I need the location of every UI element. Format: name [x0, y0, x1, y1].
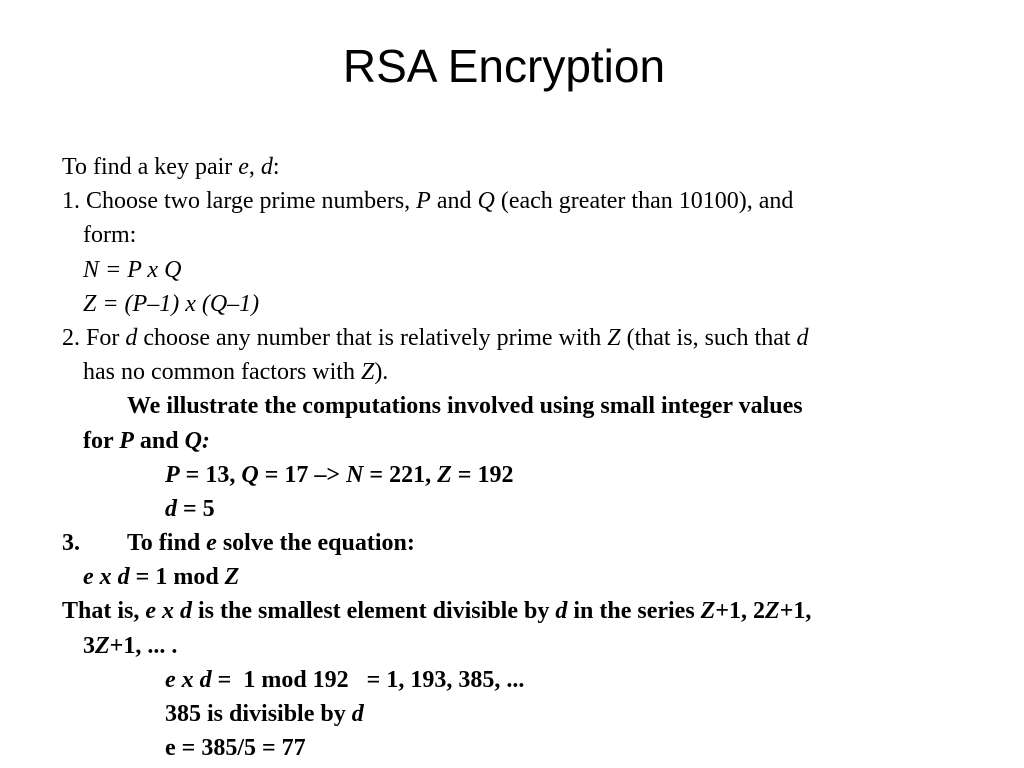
line-that-is-cont: 3Z+1, ... .	[62, 629, 962, 663]
var-q: Q	[477, 188, 495, 215]
text-run: form:	[83, 222, 137, 249]
step-number: 3.	[62, 530, 80, 557]
text-run: = 5	[177, 495, 215, 522]
text-run: = 17 –>	[258, 461, 347, 488]
var-z: Z	[224, 564, 240, 591]
formula-text: N = P x Q	[83, 256, 182, 283]
var-q: Q	[241, 461, 259, 488]
var-e: e	[206, 530, 217, 557]
text-run: = 1 mod 192 = 1, 193, 385, ...	[211, 666, 525, 693]
var-d: d	[351, 701, 364, 727]
line-step-1: 1. Choose two large prime numbers, P and…	[62, 184, 962, 218]
text-run: :	[272, 154, 280, 180]
text-run: 385 is divisible by	[165, 701, 352, 727]
slide-title: RSA Encryption	[342, 40, 666, 92]
divisible-line: 385 is divisible by d	[62, 697, 962, 731]
series-values: e x d = 1 mod 192 = 1, 193, 385, ...	[62, 663, 962, 697]
var-d: d	[165, 495, 177, 522]
line-step-1-cont: form:	[62, 218, 962, 252]
var-z: Z	[360, 359, 375, 386]
formula-text: e x d	[83, 564, 130, 591]
line-illustrate-cont: for P and Q:	[62, 424, 962, 458]
text-run: That is,	[62, 598, 146, 625]
line-illustrate: We illustrate the computations involved …	[62, 389, 962, 423]
text-run: +1, 2	[715, 598, 766, 625]
var-e: e	[238, 154, 249, 180]
formula-n: N = P x Q	[62, 253, 962, 287]
text-run: = 13,	[179, 461, 242, 488]
text-run: ).	[374, 359, 389, 386]
var-d: d	[125, 324, 138, 351]
text-run: (each greater than 10100), and	[494, 188, 794, 215]
text-run: for	[83, 427, 120, 454]
text-run: 1. Choose two large prime numbers,	[62, 188, 417, 215]
line-key-pair: To find a key pair e, d:	[62, 150, 962, 184]
text-run: in the series	[567, 598, 701, 625]
line-step-2-cont: has no common factors with Z).	[62, 355, 962, 389]
text-run: has no common factors with	[83, 359, 361, 386]
text-run: choose any number that is relatively pri…	[137, 324, 608, 351]
var-z: Z	[607, 324, 621, 351]
var-z: Z	[700, 598, 716, 625]
var-p: P	[165, 461, 180, 488]
text-run: 2. For	[62, 324, 126, 351]
text-run: To find	[127, 530, 207, 557]
text-run: = 221,	[363, 461, 438, 488]
text-run: solve the equation:	[216, 530, 415, 557]
text-run: (that is, such that	[620, 324, 797, 351]
text-run: 3	[83, 632, 95, 659]
var-z: Z	[95, 632, 110, 659]
var-z: Z	[765, 598, 780, 625]
text-run: e = 385/5 = 77	[165, 735, 306, 762]
text-run: and	[133, 427, 185, 454]
text-run: = 192	[451, 461, 514, 488]
line-step-2: 2. For d choose any number that is relat…	[62, 321, 962, 355]
var-p: P	[119, 427, 134, 454]
result-line: e = 385/5 = 77	[62, 731, 962, 765]
var-n: N	[346, 461, 364, 488]
formula-text: e x d	[145, 598, 193, 625]
formula-text: e x d	[165, 666, 212, 693]
line-step-3: 3. To find e solve the equation:	[62, 526, 962, 560]
text-run: is the smallest element divisible by	[192, 598, 556, 625]
text-run: We illustrate the computations involved …	[127, 393, 803, 420]
var-p: P	[416, 188, 431, 215]
formula-z: Z = (P–1) x (Q–1)	[62, 287, 962, 321]
example-values: P = 13, Q = 17 –> N = 221, Z = 192	[62, 458, 962, 492]
example-d: d = 5	[62, 492, 962, 526]
text-run: = 1 mod	[129, 564, 225, 591]
text-run: and	[430, 188, 478, 215]
equation: e x d = 1 mod Z	[62, 560, 962, 594]
var-d: d	[555, 598, 568, 625]
var-d: d	[796, 324, 809, 351]
formula-text: Z = (P–1) x (Q–1)	[83, 290, 260, 317]
var-z: Z	[437, 461, 452, 488]
text-run: +1, ... .	[109, 632, 178, 659]
text-run: ,	[248, 154, 261, 180]
var-q: Q:	[184, 427, 210, 454]
slide-body: To find a key pair e, d: 1. Choose two l…	[62, 150, 962, 765]
line-that-is: That is, e x d is the smallest element d…	[62, 594, 962, 628]
var-d: d	[260, 154, 273, 180]
text-run: +1,	[779, 598, 812, 625]
text-run: To find a key pair	[62, 154, 239, 180]
